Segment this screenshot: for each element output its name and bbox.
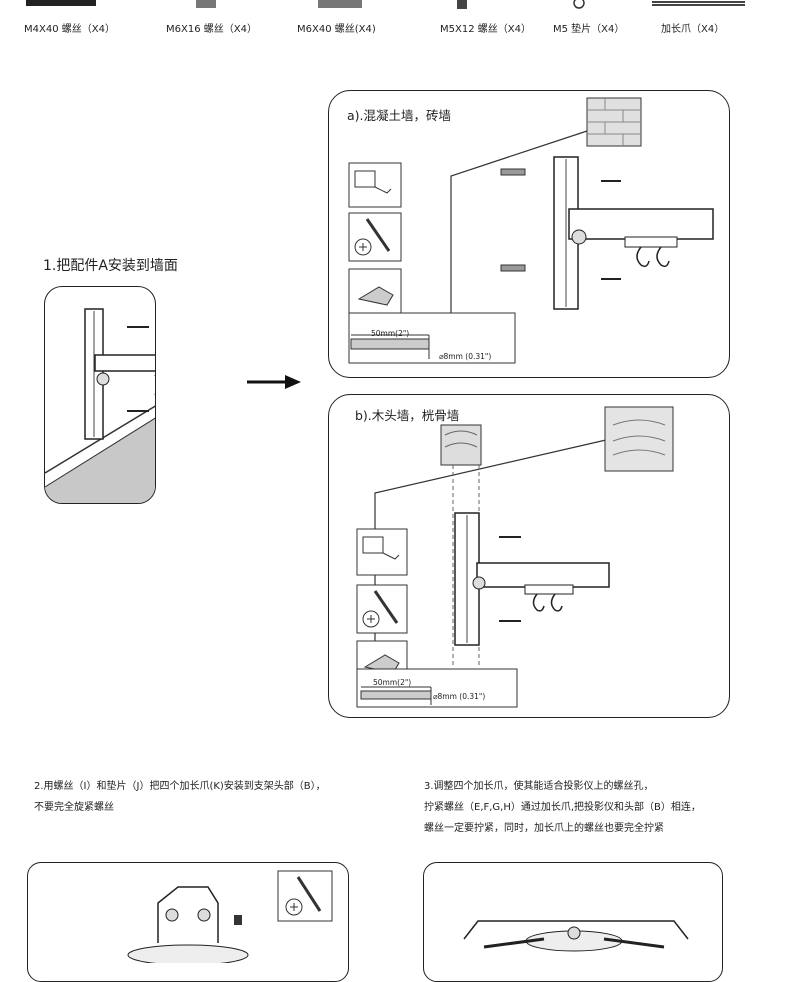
step2-panel — [27, 862, 349, 982]
screwdriver-icon — [277, 870, 333, 922]
projector-attach-illustration — [463, 920, 689, 952]
wall-mount-bracket-illustration — [45, 308, 155, 503]
part-label-m6x16: M6X16 螺丝（X4） — [166, 24, 257, 35]
step1-title: 1.把配件A安装到墙面 — [43, 258, 178, 274]
washer-m5-icon — [573, 0, 585, 9]
screw-m6x16-icon — [196, 0, 216, 8]
panel-b-title: b).木头墙，桄骨墙 — [355, 408, 460, 423]
wood-stud-icon — [440, 424, 482, 466]
screw-icon — [234, 915, 242, 925]
parts-icons — [26, 0, 745, 9]
panel-concrete-wall: a).混凝土墙，砖墙 50mm(2") — [328, 90, 730, 378]
marking-tool-icon — [356, 528, 408, 576]
step2-line1: 2.用螺丝（I）和垫片（J）把四个加长爪(K)安装到支架头部（B）， — [34, 781, 326, 792]
part-label-m5-washer: M5 垫片（X4） — [553, 24, 625, 35]
panel-wood-wall: b).木头墙，桄骨墙 50mm(2") ⌀8mm — [328, 394, 730, 718]
panel-b-diameter-label: ⌀8mm (0.31") — [433, 692, 486, 701]
wood-wall-inset-icon — [604, 406, 674, 472]
panel-a-title: a).混凝土墙，砖墙 — [347, 108, 452, 123]
screw-m5x12-icon — [457, 0, 467, 9]
step2-line2: 不要完全旋紧螺丝 — [34, 802, 114, 813]
step3-line2: 拧紧螺丝（E,F,G,H）通过加长爪,把投影仪和头部（B）相连， — [424, 802, 701, 813]
step3-panel — [423, 862, 723, 982]
part-label-extension-claw: 加长爪（X4） — [661, 24, 725, 35]
step1-panel — [44, 286, 156, 504]
part-label-m5x12: M5X12 螺丝（X4） — [440, 24, 531, 35]
screwdriver-icon — [356, 584, 408, 634]
wall-anchor-icon — [500, 264, 526, 272]
screwdriver-icon — [348, 212, 402, 262]
arrow-right-icon — [247, 375, 301, 389]
step3-line3: 螺丝一定要拧紧，同时，加长爪上的螺丝也要完全拧紧 — [424, 823, 664, 834]
panel-b-depth-label: 50mm(2") — [373, 678, 412, 687]
wall-anchor-icon — [500, 168, 526, 176]
step3-line1: 3.调整四个加长爪，使其能适合投影仪上的螺丝孔， — [424, 781, 654, 792]
concrete-wall-illustration — [348, 97, 714, 364]
panel-a-diameter-label: ⌀8mm (0.31") — [439, 352, 492, 361]
panel-a-depth-label: 50mm(2") — [371, 329, 410, 338]
screw-m4x40-icon — [26, 0, 96, 6]
wood-wall-illustration — [356, 406, 674, 708]
part-label-m6x40: M6X40 螺丝(X4) — [297, 24, 376, 35]
extension-claw-icon — [652, 1, 745, 6]
part-label-m4x40: M4X40 螺丝（X4） — [24, 24, 115, 35]
screw-m6x40-icon — [318, 0, 362, 8]
bracket-head-illustration — [127, 870, 333, 963]
